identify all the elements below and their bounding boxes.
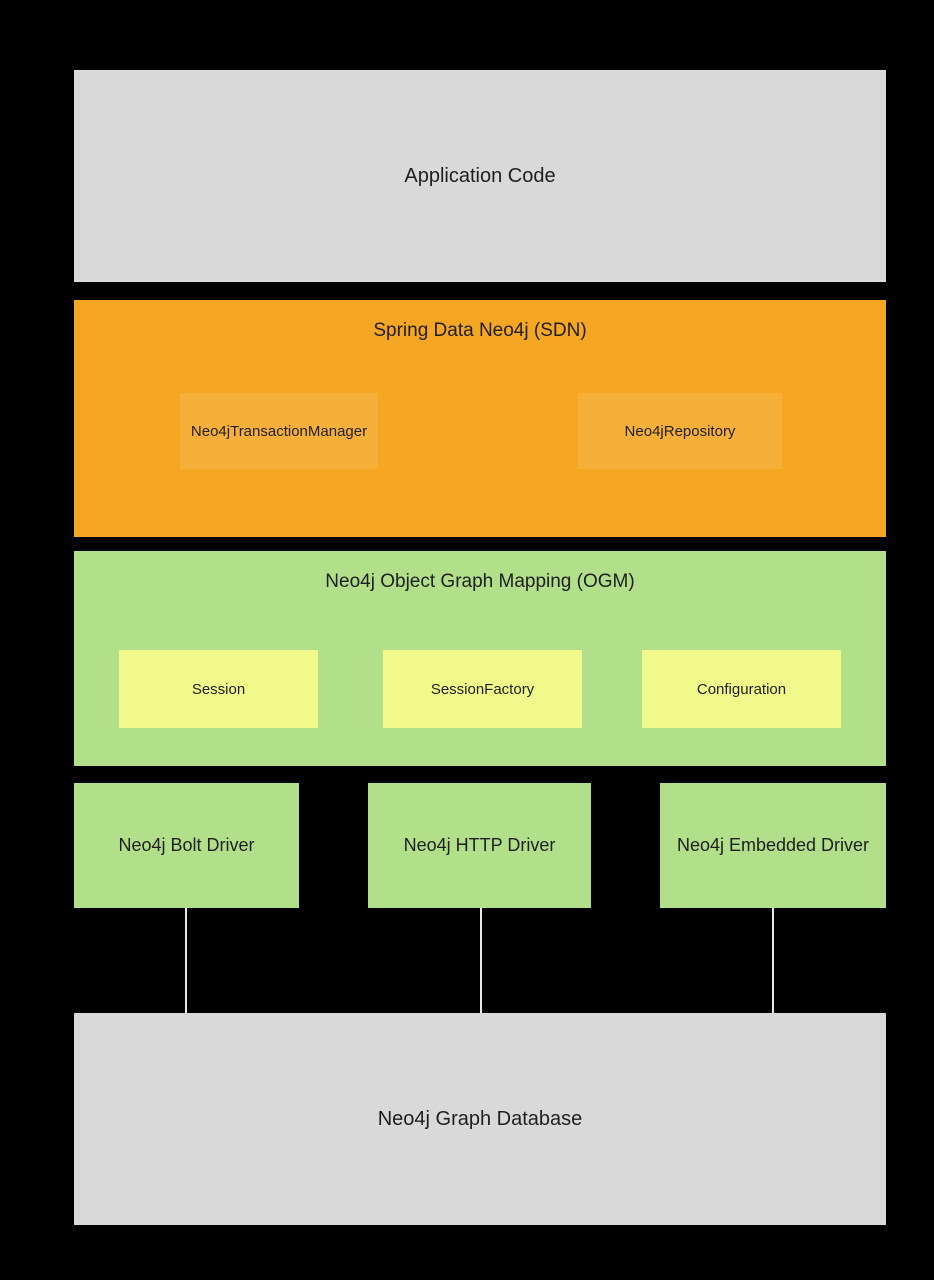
http-driver-connector-line <box>480 908 482 1013</box>
embedded-driver-connector-line <box>772 908 774 1013</box>
sdn-layer: Spring Data Neo4j (SDN) Neo4jTransaction… <box>74 300 886 537</box>
session-factory-label: SessionFactory <box>430 680 535 698</box>
neo4j-repository-label: Neo4jRepository <box>624 422 736 440</box>
bolt-driver-label: Neo4j Bolt Driver <box>118 835 255 855</box>
http-driver-box: Neo4j HTTP Driver <box>368 783 591 908</box>
embedded-driver-box: Neo4j Embedded Driver <box>660 783 886 908</box>
ogm-layer-title: Neo4j Object Graph Mapping (OGM) <box>325 571 635 592</box>
http-driver-label: Neo4j HTTP Driver <box>403 835 556 855</box>
neo4j-transaction-manager-label: Neo4jTransactionManager <box>190 422 368 440</box>
embedded-driver-label: Neo4j Embedded Driver <box>676 835 870 855</box>
configuration-box: Configuration <box>642 650 841 728</box>
session-box: Session <box>119 650 318 728</box>
bolt-driver-box: Neo4j Bolt Driver <box>74 783 299 908</box>
graph-database-layer: Neo4j Graph Database <box>74 1013 886 1225</box>
bolt-driver-connector-line <box>185 908 187 1013</box>
sdn-layer-title: Spring Data Neo4j (SDN) <box>373 320 587 341</box>
application-code-label: Application Code <box>404 164 556 187</box>
session-factory-box: SessionFactory <box>383 650 582 728</box>
neo4j-repository-box: Neo4jRepository <box>578 393 782 469</box>
configuration-label: Configuration <box>696 680 787 698</box>
neo4j-transaction-manager-box: Neo4jTransactionManager <box>180 393 378 469</box>
ogm-layer: Neo4j Object Graph Mapping (OGM) Session… <box>74 551 886 766</box>
application-code-layer: Application Code <box>74 70 886 282</box>
graph-database-label: Neo4j Graph Database <box>377 1107 583 1130</box>
session-label: Session <box>191 680 246 698</box>
